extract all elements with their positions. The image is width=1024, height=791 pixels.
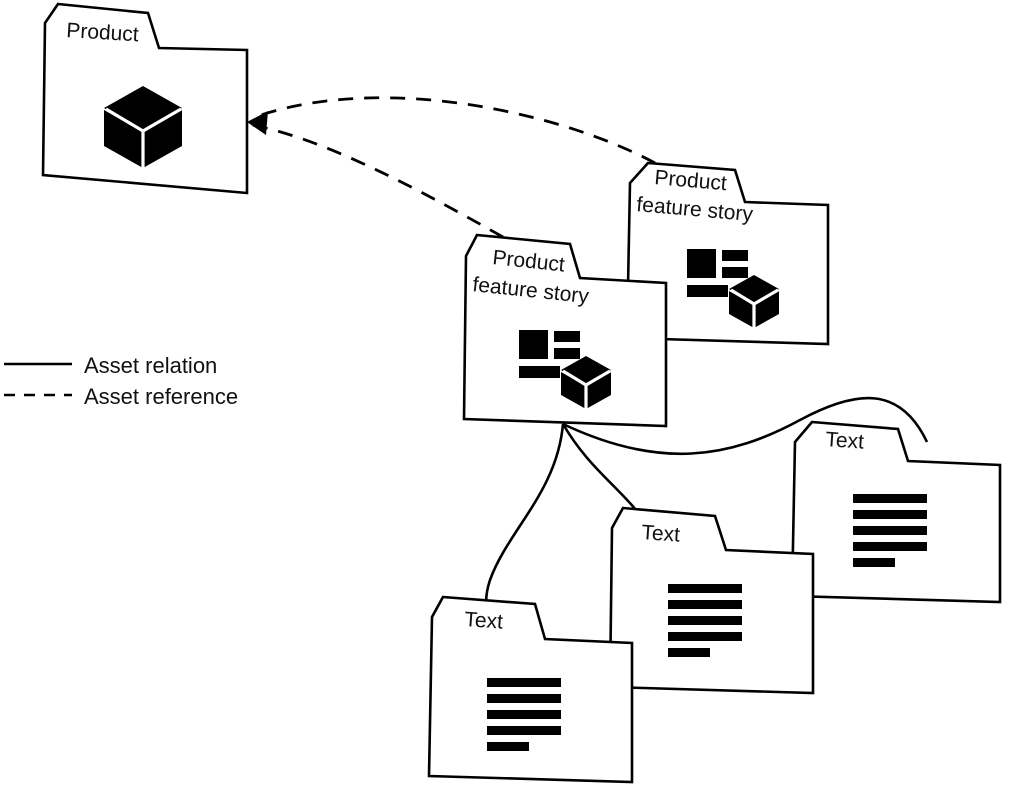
edge-relation-to-text-right[interactable] <box>562 396 929 456</box>
node-text-left[interactable]: Text <box>427 595 634 784</box>
legend-item-asset-reference-label: Asset reference <box>84 384 238 409</box>
node-product[interactable]: Product <box>41 2 249 195</box>
legend-item-asset-relation-label: Asset relation <box>84 353 217 378</box>
node-text-right-label: Text <box>825 428 865 454</box>
text-lines-icon <box>853 494 927 567</box>
node-product-feature-story-front[interactable]: Product feature story <box>462 233 668 428</box>
content-cube-icon <box>519 330 611 409</box>
node-text-middle[interactable]: Text <box>608 506 815 695</box>
legend-item-asset-relation[interactable]: Asset relation <box>4 353 217 378</box>
node-product-feature-story-back[interactable]: Product feature story <box>625 161 830 346</box>
edge-relation-to-text-left[interactable] <box>484 423 565 619</box>
node-product-feature-story-front-outline <box>462 233 668 428</box>
text-lines-icon <box>487 678 561 751</box>
content-cube-icon <box>687 249 779 328</box>
edge-reference-front-to-product[interactable] <box>251 123 504 239</box>
node-text-right[interactable]: Text <box>790 420 1002 604</box>
node-product-label: Product <box>66 19 140 46</box>
node-text-left-outline <box>427 595 634 784</box>
edge-reference-back-to-product[interactable] <box>251 96 656 165</box>
arrowhead-icon <box>247 111 268 135</box>
legend-item-asset-reference[interactable]: Asset reference <box>4 384 238 409</box>
cube-icon <box>104 86 182 168</box>
node-text-left-label: Text <box>464 608 504 634</box>
edge-layer <box>247 96 929 619</box>
text-lines-icon <box>668 584 742 657</box>
node-text-middle-label: Text <box>641 521 681 547</box>
legend: Asset relation Asset reference <box>4 353 238 409</box>
